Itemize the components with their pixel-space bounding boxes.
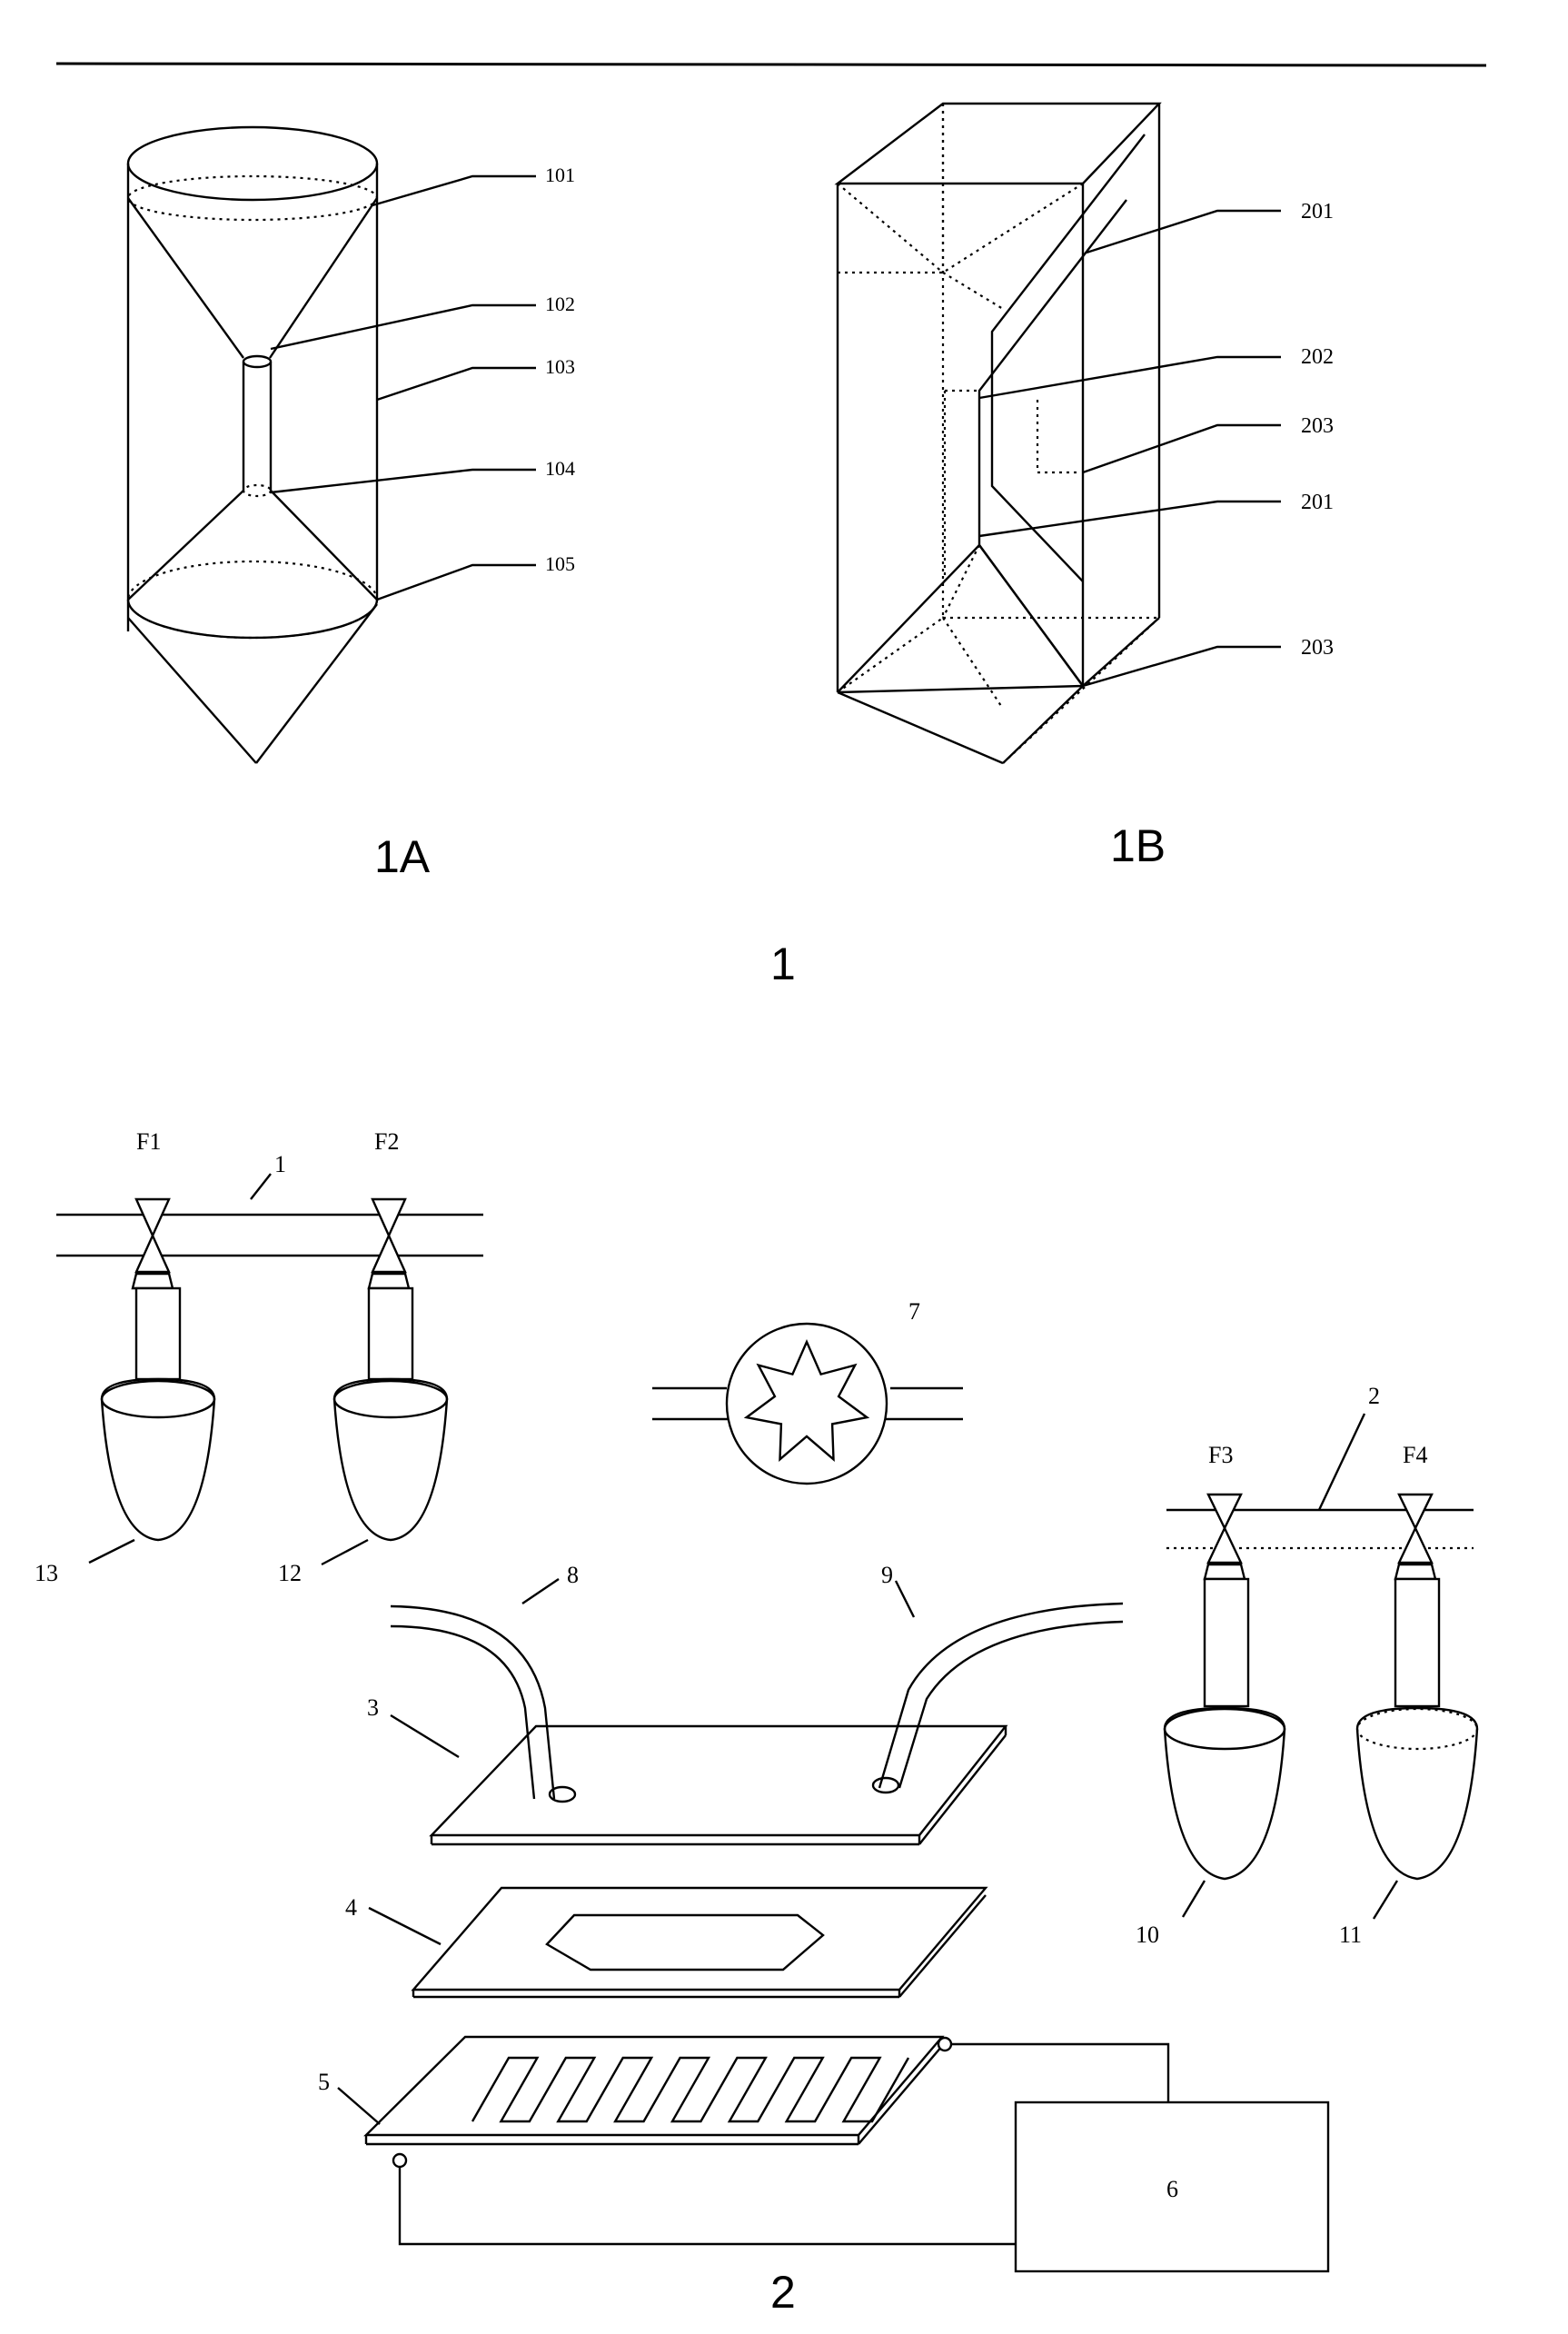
top-rule — [56, 64, 1486, 65]
flask-13 — [89, 1379, 214, 1563]
label-102: 102 — [545, 293, 575, 315]
label-f4: F4 — [1403, 1442, 1427, 1468]
valve-f2 — [369, 1199, 412, 1379]
flask-12 — [322, 1379, 447, 1564]
label-4: 4 — [345, 1894, 357, 1921]
valve-f1 — [133, 1199, 180, 1379]
label-104: 104 — [545, 457, 575, 480]
label-9: 9 — [881, 1562, 893, 1588]
pump-7 — [652, 1324, 963, 1484]
label-3: 3 — [367, 1694, 379, 1721]
valve-f3 — [1205, 1495, 1248, 1706]
label-5: 5 — [318, 2069, 330, 2095]
electrode-comb-pattern — [472, 2058, 908, 2121]
electrode-plate-5 — [338, 2037, 1168, 2244]
valve-f4 — [1395, 1495, 1439, 1706]
caption-1b: 1B — [1110, 820, 1166, 871]
label-f1: F1 — [136, 1128, 161, 1155]
tube-9 — [873, 1581, 1123, 1793]
top-plate-3 — [391, 1715, 1006, 1844]
label-6: 6 — [1166, 2176, 1178, 2202]
tube-8 — [391, 1579, 575, 1802]
label-7: 7 — [908, 1298, 920, 1325]
label-202: 202 — [1301, 345, 1334, 369]
label-8: 8 — [567, 1562, 579, 1588]
label-f3: F3 — [1208, 1442, 1233, 1468]
label-pipe-1: 1 — [274, 1151, 286, 1177]
label-101: 101 — [545, 164, 575, 186]
channel-layer-4 — [369, 1888, 986, 1997]
label-105: 105 — [545, 552, 575, 575]
label-10: 10 — [1136, 1922, 1159, 1948]
label-12: 12 — [278, 1560, 302, 1586]
pipe-1-assembly — [56, 1174, 483, 1256]
label-201-bottom: 201 — [1301, 491, 1334, 514]
label-203-mid: 203 — [1301, 414, 1334, 438]
label-11: 11 — [1339, 1922, 1362, 1948]
label-201-top: 201 — [1301, 200, 1334, 223]
figure-1a-cylinder — [128, 127, 536, 763]
label-pipe-2: 2 — [1368, 1383, 1380, 1409]
flask-11 — [1357, 1708, 1477, 1919]
label-103: 103 — [545, 355, 575, 378]
flask-10 — [1165, 1708, 1285, 1917]
pipe-2-assembly — [1166, 1414, 1474, 1548]
label-203-bottom: 203 — [1301, 636, 1334, 660]
figure-1b-prism — [838, 104, 1281, 763]
caption-figure-2: 2 — [770, 2267, 796, 2318]
label-13: 13 — [35, 1560, 58, 1586]
label-f2: F2 — [374, 1128, 399, 1155]
caption-1a: 1A — [374, 831, 431, 882]
caption-figure-1: 1 — [770, 939, 796, 989]
